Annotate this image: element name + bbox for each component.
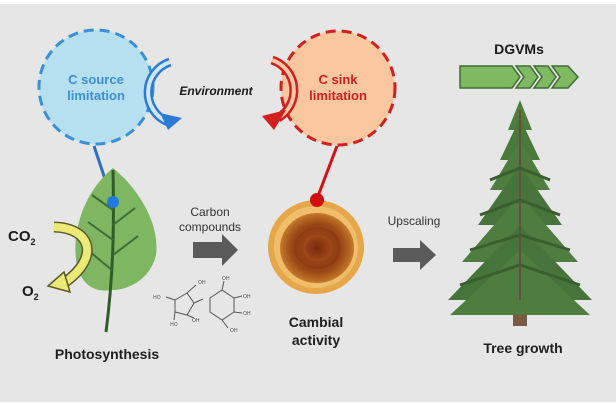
c-sink-line2: limitation (309, 88, 367, 103)
molecule-label: OH (230, 328, 238, 334)
cambial-line1: Cambial (288, 314, 344, 330)
sink-connector-dot (310, 193, 324, 207)
molecule-label: OH (222, 276, 230, 282)
c-sink-label: C sink limitation (298, 72, 378, 104)
cambial-line2: activity (291, 332, 341, 348)
c-source-label: C source limitation (56, 72, 136, 104)
tree-ring-icon (268, 200, 364, 294)
molecule-label: HO (170, 322, 178, 328)
o2-subscript: 2 (33, 292, 39, 302)
molecule-label: OH (243, 311, 251, 317)
co2-text: CO (8, 228, 31, 245)
c-sink-line1: C sink (318, 72, 358, 87)
spruce-tree-icon (448, 100, 592, 326)
upscaling-label: Upscaling (387, 214, 441, 228)
red-curved-arrow-icon (262, 55, 299, 130)
gas-exchange-arrow-icon (46, 221, 93, 294)
carbon-line2: compounds (178, 220, 242, 234)
tree-growth-caption: Tree growth (483, 340, 563, 356)
sucrose-molecule-icon: HO OH HO OH OH OH OH OH (153, 276, 251, 334)
molecule-label: OH (198, 280, 206, 286)
dgvm-chevron-bar (459, 65, 580, 89)
carbon-line1: Carbon (190, 205, 230, 219)
environment-label: Environment (179, 84, 253, 98)
cambial-activity-caption: Cambial activity (276, 313, 356, 349)
leaf-icon (75, 168, 157, 333)
molecule-label: OH (192, 318, 200, 324)
molecule-label: HO (153, 295, 161, 301)
blue-curved-arrow-icon (143, 57, 182, 130)
source-connector-dot (107, 196, 119, 208)
c-source-line2: limitation (67, 88, 125, 103)
molecule-label: OH (243, 294, 251, 300)
o2-label: O2 (22, 283, 39, 302)
c-sink-circle (279, 29, 397, 147)
carbon-compounds-label: Carbon compounds (170, 205, 250, 235)
co2-subscript: 2 (30, 237, 36, 247)
co2-label: CO2 (8, 228, 36, 247)
sink-connector-line (316, 145, 339, 197)
carbon-flow-arrow-icon (193, 234, 238, 266)
c-source-line1: C source (68, 72, 124, 87)
dgvms-label: DGVMs (494, 41, 544, 57)
o2-text: O (22, 283, 34, 300)
upscaling-arrow-icon (393, 240, 436, 270)
photosynthesis-caption: Photosynthesis (54, 346, 160, 362)
